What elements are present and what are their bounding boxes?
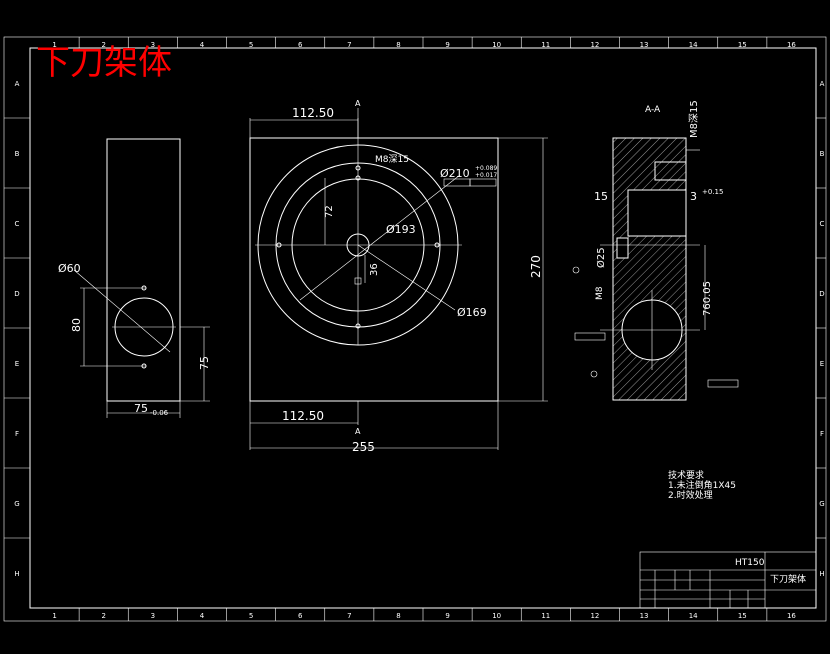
column-label: 5 bbox=[249, 41, 253, 49]
left-view: Ø60 80 75 75 -0.06 bbox=[58, 138, 211, 418]
row-label: E bbox=[15, 360, 19, 368]
tol-plus: +0.089 bbox=[475, 165, 497, 172]
drawing-title: 下刀架体 bbox=[36, 43, 172, 83]
column-label: 7 bbox=[347, 612, 351, 620]
outer-border bbox=[3, 36, 827, 622]
row-label: H bbox=[819, 570, 824, 578]
dia-outer: Ø210 bbox=[440, 167, 470, 180]
column-label: 11 bbox=[541, 612, 550, 620]
column-label: 7 bbox=[347, 41, 351, 49]
dia-inner: Ø169 bbox=[457, 306, 487, 319]
column-label: 12 bbox=[590, 41, 599, 49]
dia-mid: Ø193 bbox=[386, 223, 416, 236]
front-view: 112.50 112.50 255 270 M8深15 Ø210 +0.089 … bbox=[249, 99, 548, 454]
notes-line1: 1.未注倒角1X45 bbox=[668, 479, 736, 491]
row-label: C bbox=[820, 220, 825, 228]
column-label: 4 bbox=[200, 41, 205, 49]
row-label: C bbox=[15, 220, 20, 228]
column-label: 16 bbox=[787, 612, 796, 620]
hole-label: M8深15 bbox=[375, 154, 409, 165]
column-labels: 1122334455667788991010111112121313141415… bbox=[52, 37, 796, 621]
column-label: 16 bbox=[787, 41, 796, 49]
sec-dim-m8: M8深15 bbox=[688, 100, 700, 138]
tol-bottom: -0.06 bbox=[150, 409, 169, 417]
column-label: 13 bbox=[640, 41, 649, 49]
dim-width-bottom: 112.50 bbox=[282, 409, 324, 423]
row-label: G bbox=[819, 500, 824, 508]
column-label: 2 bbox=[101, 612, 105, 620]
row-label: F bbox=[15, 430, 19, 438]
column-label: 3 bbox=[151, 612, 155, 620]
dim-72: 72 bbox=[324, 205, 335, 218]
bore-dia-label: Ø60 bbox=[58, 262, 81, 275]
row-label: A bbox=[820, 80, 825, 88]
column-label: 1 bbox=[52, 612, 56, 620]
sec-dim-25: Ø25 bbox=[595, 247, 607, 268]
column-label: 12 bbox=[590, 612, 599, 620]
column-label: 10 bbox=[492, 612, 501, 620]
row-labels: A A B B C C D D E E F F G G H H bbox=[4, 80, 826, 578]
material-label: HT150 bbox=[735, 558, 765, 568]
row-label: G bbox=[14, 500, 19, 508]
row-label: B bbox=[820, 150, 825, 158]
column-label: 14 bbox=[689, 41, 698, 49]
row-label: H bbox=[14, 570, 19, 578]
technical-notes: 技术要求 1.未注倒角1X45 2.时效处理 bbox=[668, 469, 736, 501]
row-label: F bbox=[820, 430, 824, 438]
sec-dim-m8b: M8 bbox=[595, 286, 605, 300]
tol-minus: +0.017 bbox=[475, 172, 497, 179]
column-label: 8 bbox=[396, 612, 400, 620]
dim-75-bottom: 75 bbox=[134, 402, 148, 415]
column-label: 9 bbox=[445, 612, 449, 620]
sec-dim-015: +0.15 bbox=[702, 188, 723, 196]
sec-dim-3: 3 bbox=[690, 190, 697, 203]
column-label: 6 bbox=[298, 612, 303, 620]
column-label: 3 bbox=[151, 41, 155, 49]
dim-width-top: 112.50 bbox=[292, 106, 334, 120]
column-label: 10 bbox=[492, 41, 501, 49]
dim-total-width: 255 bbox=[352, 440, 375, 454]
column-label: 11 bbox=[541, 41, 550, 49]
dim-height: 270 bbox=[529, 255, 543, 278]
row-label: D bbox=[14, 290, 19, 298]
column-label: 9 bbox=[445, 41, 449, 49]
sec-dim-15: 15 bbox=[594, 190, 608, 203]
part-name: 下刀架体 bbox=[770, 573, 806, 585]
section-header: A-A bbox=[645, 105, 661, 115]
column-label: 14 bbox=[689, 612, 698, 620]
row-label: E bbox=[820, 360, 824, 368]
dim-80: 80 bbox=[70, 318, 83, 332]
notes-line2: 2.时效处理 bbox=[668, 489, 713, 501]
column-label: 1 bbox=[52, 41, 56, 49]
row-label: B bbox=[15, 150, 20, 158]
column-label: 5 bbox=[249, 612, 253, 620]
section-view: A-A M8深15 15 3 +0.15 Ø25 760.05 M8 bbox=[572, 100, 739, 401]
column-label: 2 bbox=[101, 41, 105, 49]
column-label: 8 bbox=[396, 41, 400, 49]
title-block: HT150 下刀架体 bbox=[639, 551, 817, 609]
sec-dim-760: 760.05 bbox=[702, 281, 713, 316]
row-label: D bbox=[819, 290, 824, 298]
dim-75-side: 75 bbox=[198, 356, 211, 370]
dim-36: 36 bbox=[369, 263, 380, 276]
column-label: 6 bbox=[298, 41, 303, 49]
row-label: A bbox=[15, 80, 20, 88]
column-label: 13 bbox=[640, 612, 649, 620]
notes-heading: 技术要求 bbox=[668, 469, 704, 481]
section-mark-top: A bbox=[355, 99, 361, 108]
column-label: 15 bbox=[738, 612, 747, 620]
column-label: 4 bbox=[200, 612, 205, 620]
column-label: 15 bbox=[738, 41, 747, 49]
section-mark-bottom: A bbox=[355, 427, 361, 436]
